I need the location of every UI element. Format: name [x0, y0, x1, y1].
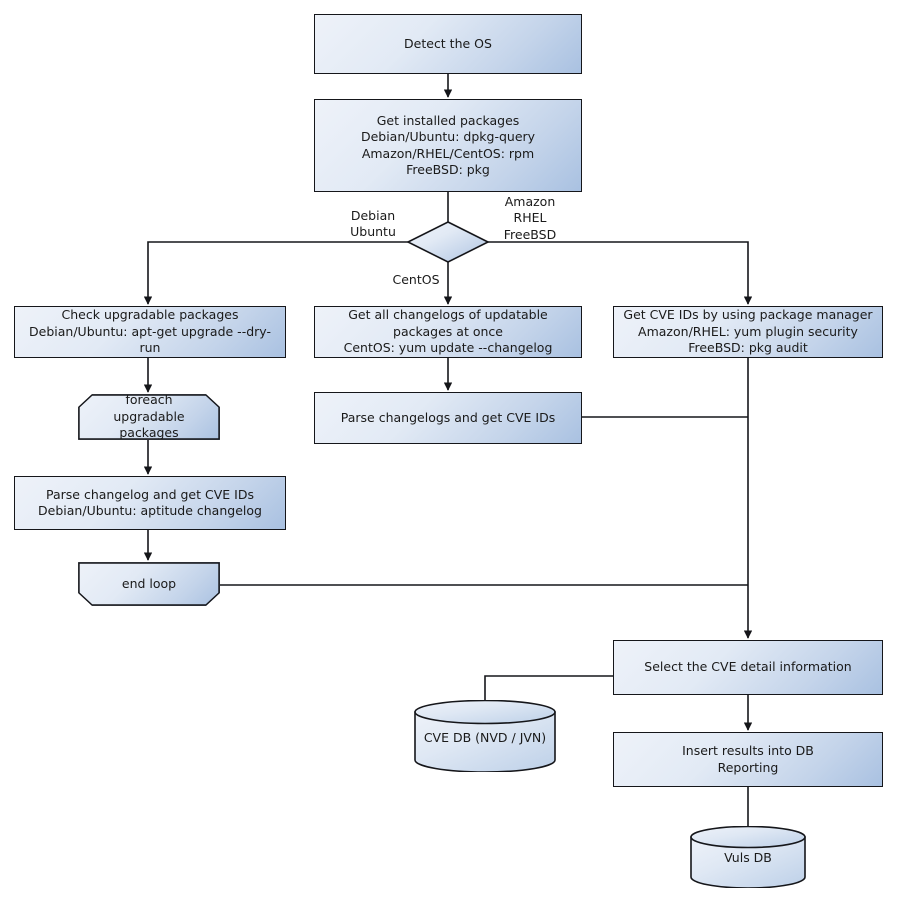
- node-vuls-db[interactable]: Vuls DB: [690, 826, 806, 888]
- node-cve-db-label: CVE DB (NVD / JVN): [423, 730, 547, 745]
- cylinder-shape: [414, 700, 556, 772]
- node-parse-changelog-debian[interactable]: Parse changelog and get CVE IDs Debian/U…: [14, 476, 286, 530]
- node-insert-results[interactable]: Insert results into DB Reporting: [613, 732, 883, 787]
- node-end-loop[interactable]: end loop: [78, 562, 220, 606]
- node-check-upgradable-label: Check upgradable packages Debian/Ubuntu:…: [29, 307, 271, 356]
- cylinder-shape: [690, 826, 806, 888]
- node-get-installed-packages-label: Get installed packages Debian/Ubuntu: dp…: [360, 112, 536, 178]
- node-select-cve-detail[interactable]: Select the CVE detail information: [613, 640, 883, 695]
- node-get-all-changelogs-label: Get all changelogs of updatable packages…: [343, 307, 553, 356]
- node-detect-os[interactable]: Detect the OS: [314, 14, 582, 74]
- edge-label-centos: CentOS: [392, 272, 440, 287]
- node-get-cve-pkg-manager[interactable]: Get CVE IDs by using package manager Ama…: [613, 306, 883, 358]
- node-end-loop-label: end loop: [121, 575, 177, 591]
- node-foreach-loop-label: foreach upgradable packages: [113, 392, 185, 441]
- edge-label-debian-ubuntu: Debian Ubuntu: [350, 208, 396, 240]
- node-get-installed-packages[interactable]: Get installed packages Debian/Ubuntu: dp…: [314, 99, 582, 192]
- node-check-upgradable[interactable]: Check upgradable packages Debian/Ubuntu:…: [14, 306, 286, 358]
- node-detect-os-label: Detect the OS: [404, 35, 492, 51]
- node-insert-results-label: Insert results into DB Reporting: [682, 743, 814, 775]
- node-parse-changelogs-centos-label: Parse changelogs and get CVE IDs: [340, 409, 556, 425]
- edge-label-amazon-rhel-freebsd: Amazon RHEL FreeBSD: [503, 194, 557, 242]
- edge-decision-to-pkg-manager: [488, 241, 753, 305]
- node-foreach-loop[interactable]: foreach upgradable packages: [78, 394, 220, 440]
- node-get-all-changelogs[interactable]: Get all changelogs of updatable packages…: [314, 306, 582, 358]
- diamond-shape: [406, 221, 490, 263]
- edge-decision-to-check-upgradable: [143, 241, 408, 305]
- node-os-decision[interactable]: [406, 220, 490, 264]
- node-cve-db[interactable]: CVE DB (NVD / JVN): [414, 700, 556, 772]
- node-get-cve-pkg-manager-label: Get CVE IDs by using package manager Ama…: [623, 307, 873, 356]
- node-vuls-db-label: Vuls DB: [724, 850, 772, 865]
- node-select-cve-detail-label: Select the CVE detail information: [644, 659, 852, 675]
- node-parse-changelogs-centos[interactable]: Parse changelogs and get CVE IDs: [314, 392, 582, 444]
- node-parse-changelog-debian-label: Parse changelog and get CVE IDs Debian/U…: [38, 486, 262, 519]
